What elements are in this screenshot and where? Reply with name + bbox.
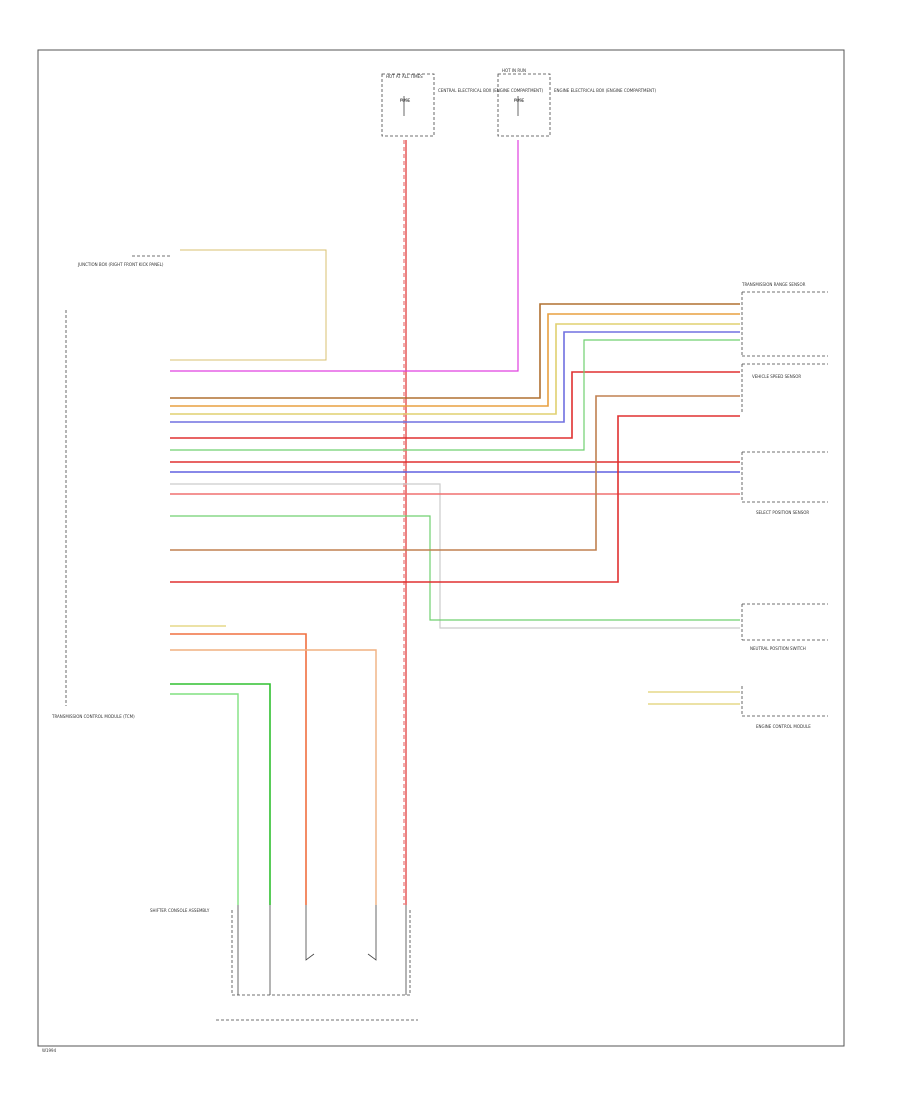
fuse-2-circuit: ENGINE ELECTRICAL BOX (ENGINE COMPARTMEN… xyxy=(554,88,656,93)
wire-grn-1 xyxy=(170,339,740,451)
wire-brn-2 xyxy=(170,395,740,551)
junction-label: JUNCTION BOX (RIGHT FRONT KICK PANEL) xyxy=(77,262,164,267)
wire-power-pink xyxy=(170,140,519,372)
wire-org xyxy=(170,313,740,407)
trans-range-sensor: TRANSMISSION RANGE SENSOR xyxy=(741,282,828,357)
select-position-label: SELECT POSITION SENSOR xyxy=(756,510,809,515)
shifter-assembly: SHIFTER CONSOLE ASSEMBLY xyxy=(150,905,418,1021)
speed-sensor: VEHICLE SPEED SENSOR xyxy=(741,363,828,412)
ecm-label: ENGINE CONTROL MODULE xyxy=(756,724,811,729)
junction-box: JUNCTION BOX (RIGHT FRONT KICK PANEL) xyxy=(77,249,327,361)
neutral-switch: NEUTRAL POSITION SWITCH xyxy=(741,603,828,651)
wire-grn-4 xyxy=(170,693,239,905)
wire-grn-2 xyxy=(170,515,740,621)
shifter-label: SHIFTER CONSOLE ASSEMBLY xyxy=(150,908,210,913)
wire-brn xyxy=(170,303,740,399)
fuse-1-circuit: CENTRAL ELECTRICAL BOX (ENGINE COMPARTME… xyxy=(438,88,543,93)
trans-range-label: TRANSMISSION RANGE SENSOR xyxy=(741,282,806,287)
wire-red-3 xyxy=(170,415,740,583)
neutral-switch-label: NEUTRAL POSITION SWITCH xyxy=(750,646,806,651)
fuse-1-label: FUSE xyxy=(400,98,411,103)
wire-yel xyxy=(170,323,740,415)
speed-sensor-label: VEHICLE SPEED SENSOR xyxy=(752,374,801,379)
select-position-sensor: SELECT POSITION SENSOR xyxy=(741,451,828,515)
wire-red-1 xyxy=(170,371,740,439)
fuse-1-title: HOT AT ALL TIMES xyxy=(386,74,423,79)
fuse-box-1: HOT AT ALL TIMES FUSE CENTRAL ELECTRICAL… xyxy=(381,73,543,137)
tcm-label: TRANSMISSION CONTROL MODULE (TCM) xyxy=(51,714,135,719)
wire-org-2 xyxy=(170,633,307,905)
engine-control-module: ENGINE CONTROL MODULE xyxy=(648,686,828,729)
fuse-box-2: HOT IN RUN FUSE ENGINE ELECTRICAL BOX (E… xyxy=(497,68,656,137)
wire-blu xyxy=(170,331,740,423)
wire-grn-3 xyxy=(170,683,271,905)
diagram-frame xyxy=(37,49,845,1047)
fuse-2-title: HOT IN RUN xyxy=(502,68,526,73)
wire-gry xyxy=(170,483,740,629)
fuse-2-label: FUSE xyxy=(514,98,525,103)
diagram-code: W1994 xyxy=(42,1048,57,1053)
wire-org-3 xyxy=(170,649,377,905)
